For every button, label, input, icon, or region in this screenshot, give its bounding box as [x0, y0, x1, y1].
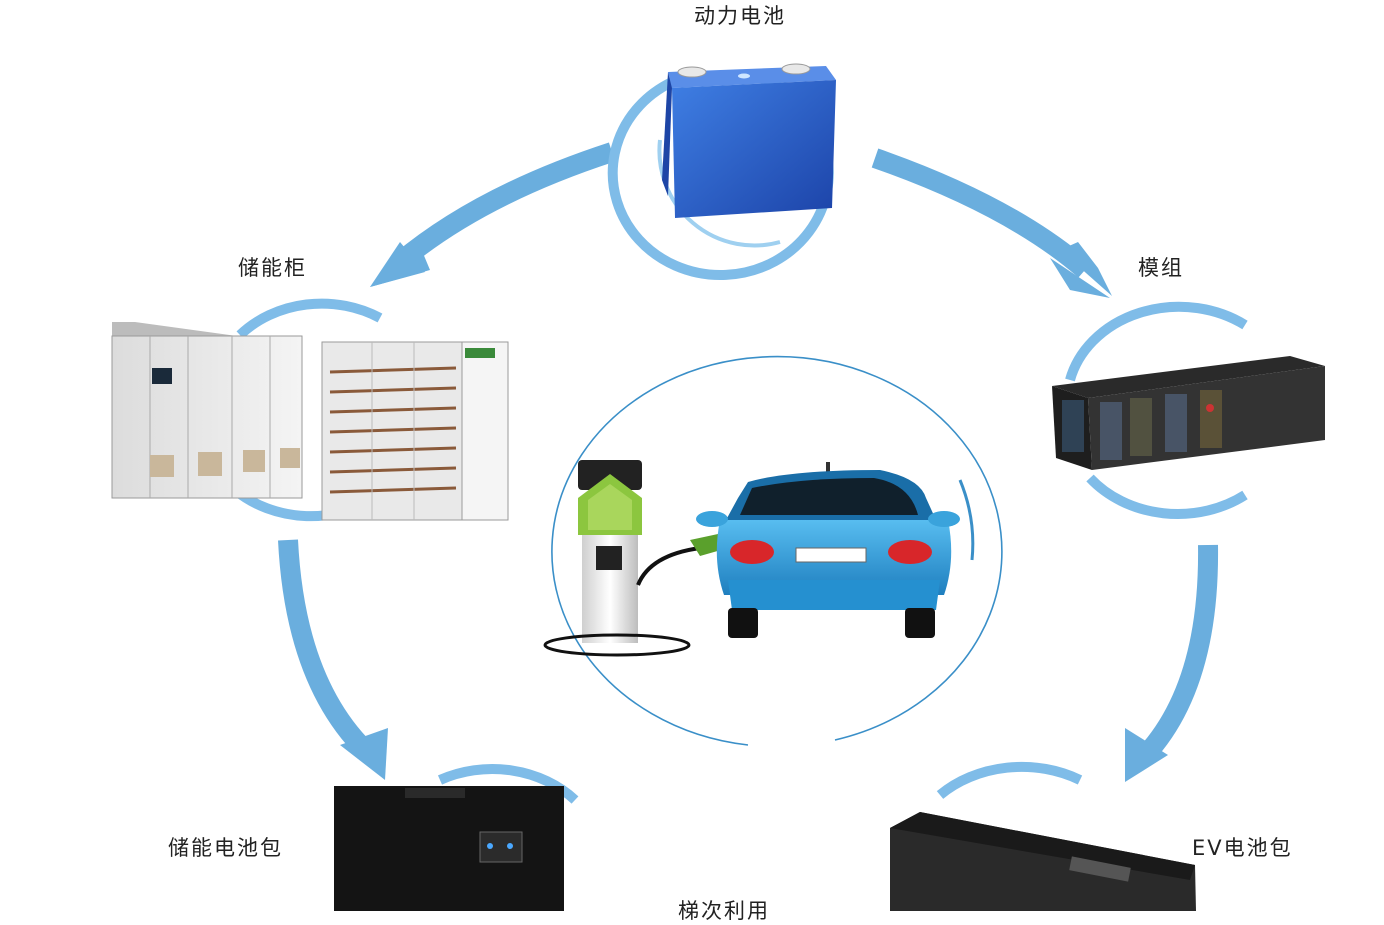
center-ring: [551, 355, 1003, 746]
label-ev-pack: EV电池包: [1192, 836, 1293, 860]
module-image: [1052, 356, 1325, 470]
label-cascade-utilization: 梯次利用: [678, 899, 770, 923]
charging-pillar: [543, 460, 728, 657]
ev-pack-image: [890, 812, 1196, 911]
arrow-module-to-ev: [1125, 544, 1219, 782]
storage-pack-node: [334, 764, 579, 911]
cabinet-image-left: [111, 322, 303, 499]
label-power-battery: 动力电池: [694, 4, 786, 28]
arrow-power-to-cabinet: [370, 142, 616, 287]
module-node: [1052, 301, 1325, 519]
electric-car: [696, 462, 960, 638]
label-energy-cabinet: 储能柜: [238, 256, 307, 280]
power-battery-node: [607, 63, 836, 280]
label-module: 模组: [1138, 256, 1184, 280]
cabinet-image-right: [321, 341, 509, 521]
power-battery-image: [662, 63, 836, 218]
label-storage-pack: 储能电池包: [168, 836, 283, 860]
energy-cabinet-node: [111, 298, 509, 522]
arrow-cabinet-to-storage: [278, 539, 388, 780]
arrow-power-to-module: [871, 148, 1112, 298]
storage-pack-image: [334, 786, 564, 911]
center-charging-scene: [543, 355, 1003, 746]
ev-pack-node: [890, 761, 1196, 911]
